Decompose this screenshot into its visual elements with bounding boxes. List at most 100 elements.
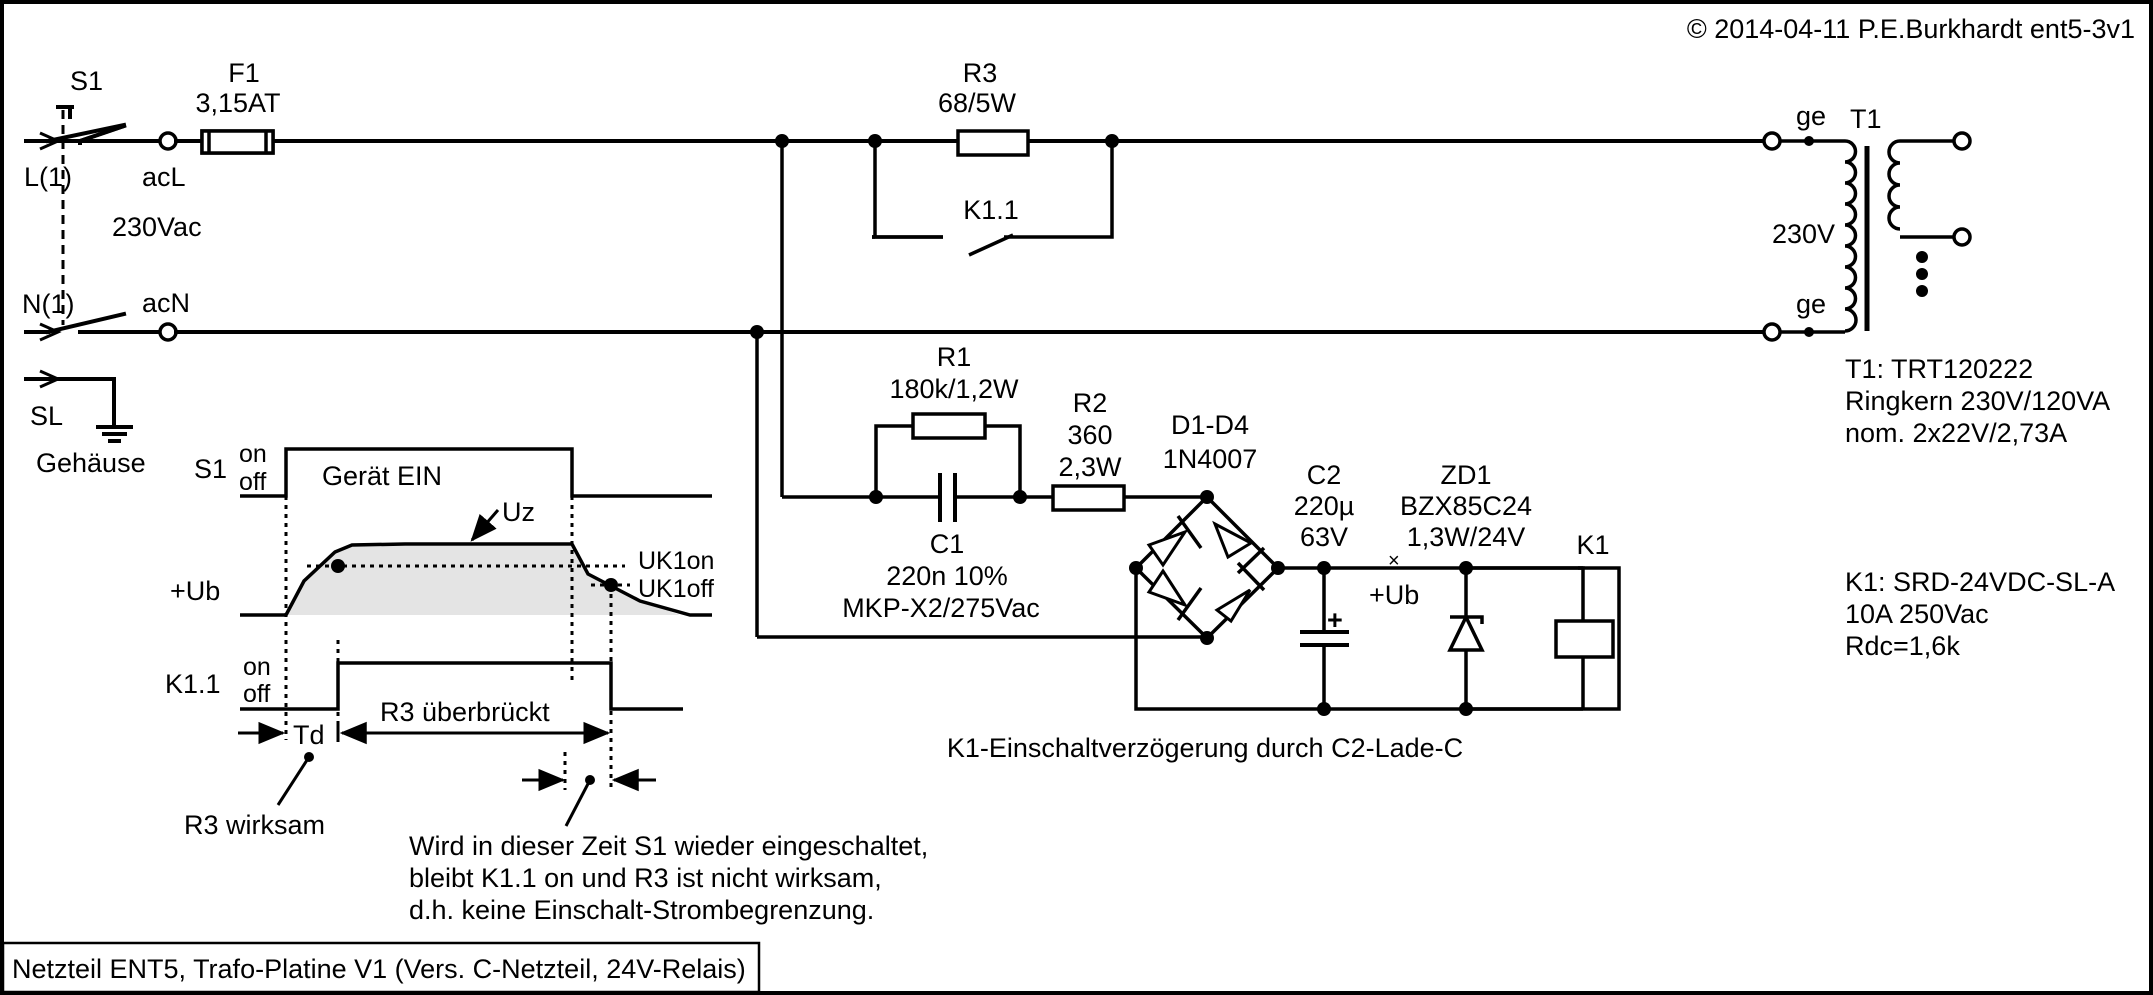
input-SL xyxy=(24,369,116,429)
marker-UK1on xyxy=(331,559,345,573)
label-R1-value: 180k/1,2W xyxy=(889,374,1019,404)
timing-label-K11: K1.1 xyxy=(165,669,221,699)
label-C1: C1 xyxy=(930,529,965,559)
input-line-N xyxy=(24,311,127,342)
terminal-T1-pri-top xyxy=(1762,131,1782,151)
timing-note-line2: bleibt K1.1 on und R3 ist nicht wirksam, xyxy=(409,863,882,893)
label-R3-value: 68/5W xyxy=(938,88,1017,118)
ground-icon xyxy=(96,425,133,443)
timing-label-Td: Td xyxy=(293,720,325,750)
title-block xyxy=(1,941,761,994)
label-D1-D4: D1-D4 xyxy=(1171,410,1249,440)
label-R2-value: 360 xyxy=(1067,420,1112,450)
wire-negative-rail xyxy=(1134,566,1621,711)
label-ZD1-rating: 1,3W/24V xyxy=(1407,522,1526,552)
waveform-K11 xyxy=(240,661,683,711)
uz-arrow xyxy=(470,509,500,542)
terminal-T1-sec-2 xyxy=(1952,227,1972,247)
k11-bypass-right xyxy=(1004,141,1114,239)
resistor-R2 xyxy=(1051,484,1126,512)
note-t1-line1: T1: TRT120222 xyxy=(1845,354,2033,384)
pointer-line xyxy=(564,779,592,827)
label-N1: N(1) xyxy=(22,289,75,319)
label-C2-voltage: 63V xyxy=(1300,522,1348,552)
label-ge-bottom: ge xyxy=(1796,289,1826,319)
label-SL: SL xyxy=(30,401,63,431)
label-C2-value: 220µ xyxy=(1294,491,1355,521)
node xyxy=(1200,490,1214,504)
note-delay: K1-Einschaltverzögerung durch C2-Lade-C xyxy=(947,733,1463,763)
contact-K1.1 xyxy=(968,233,1014,257)
label-ge-top: ge xyxy=(1796,101,1826,131)
timing-K11-on: on xyxy=(243,653,271,681)
label-L1: L(1) xyxy=(24,162,72,192)
terminal-acN xyxy=(158,322,178,342)
label-gehaeuse: Gehäuse xyxy=(36,448,146,478)
label-S1: S1 xyxy=(70,66,103,96)
timing-S1-off: off xyxy=(239,468,266,496)
node xyxy=(869,490,883,504)
title-block-text: Netzteil ENT5, Trafo-Platine V1 (Vers. C… xyxy=(12,954,746,984)
note-t1-line3: nom. 2x22V/2,73A xyxy=(1845,418,2067,448)
terminal-T1-pri-bottom xyxy=(1762,322,1782,342)
timing-label-Ub: +Ub xyxy=(170,576,220,606)
note-t1-line2: Ringkern 230V/120VA xyxy=(1845,386,2110,416)
label-R2-power: 2,3W xyxy=(1058,452,1122,482)
fuse-F1-overlay xyxy=(200,129,275,155)
label-D1-D4-value: 1N4007 xyxy=(1163,444,1258,474)
waveform-S1 xyxy=(240,447,712,498)
waveform-Ub xyxy=(240,542,712,617)
pointer-line xyxy=(276,756,311,806)
copyright-text: © 2014-04-11 P.E.Burkhardt ent5-3v1 xyxy=(1687,14,2135,44)
r1-wire-right xyxy=(985,424,1022,497)
label-K1: K1 xyxy=(1576,530,1609,560)
label-acL: acL xyxy=(142,162,186,192)
note-k1-line3: Rdc=1,6k xyxy=(1845,631,1960,661)
label-F1: F1 xyxy=(228,58,260,88)
ub-area xyxy=(286,545,572,615)
resistor-R1 xyxy=(911,412,987,440)
transformer-secondary-coil xyxy=(1887,139,1901,231)
timing-S1-on: on xyxy=(239,440,267,468)
relay-coil-K1 xyxy=(1554,619,1615,659)
plus-icon: + xyxy=(1327,605,1343,635)
resistor-R3 xyxy=(956,129,1030,157)
label-R2: R2 xyxy=(1073,388,1108,418)
ub-test-point-icon: × xyxy=(1388,550,1400,572)
label-K1.1: K1.1 xyxy=(963,195,1019,225)
timing-note-line3: d.h. keine Einschalt-Strombegrenzung. xyxy=(409,895,874,925)
transformer-primary-coil xyxy=(1844,139,1858,333)
timing-label-UK1on: UK1on xyxy=(638,547,714,575)
r1-wire-left xyxy=(874,424,913,497)
note-k1-line1: K1: SRD-24VDC-SL-A xyxy=(1845,567,2115,597)
terminal-acL xyxy=(158,131,178,151)
node xyxy=(1804,327,1814,337)
label-ZD1: ZD1 xyxy=(1440,460,1491,490)
timing-label-S1: S1 xyxy=(194,454,227,484)
zener-diode-ZD1 xyxy=(1447,612,1485,652)
label-C2: C2 xyxy=(1307,460,1342,490)
more-windings-icon xyxy=(1916,251,1928,263)
label-C1-type: MKP-X2/275Vac xyxy=(842,593,1040,623)
node xyxy=(1804,136,1814,146)
ub-area-decay xyxy=(572,546,680,615)
zener-cathode-bar xyxy=(1450,615,1484,624)
timing-note-line1: Wird in dieser Zeit S1 wieder eingeschal… xyxy=(409,831,928,861)
more-windings-icon xyxy=(1916,268,1928,280)
timing-r3-active: R3 wirksam xyxy=(184,810,325,840)
timing-device-on: Gerät EIN xyxy=(322,461,442,491)
timing-label-Uz: Uz xyxy=(502,497,535,527)
timing-diagram: S1 on off Gerät EIN +Ub UK1on UK1off Uz … xyxy=(165,440,928,925)
label-R1: R1 xyxy=(937,342,972,372)
note-k1-line2: 10A 250Vac xyxy=(1845,599,1989,629)
label-T1: T1 xyxy=(1850,104,1882,134)
label-acN: acN xyxy=(142,288,190,318)
label-ub: +Ub xyxy=(1369,580,1419,610)
label-ZD1-value: BZX85C24 xyxy=(1400,491,1532,521)
label-F1-value: 3,15AT xyxy=(195,88,280,118)
label-C1-value: 220n 10% xyxy=(886,561,1008,591)
timing-r3-bridged: R3 überbrückt xyxy=(380,697,550,727)
label-R3: R3 xyxy=(963,58,998,88)
terminal-T1-sec-1 xyxy=(1952,131,1972,151)
